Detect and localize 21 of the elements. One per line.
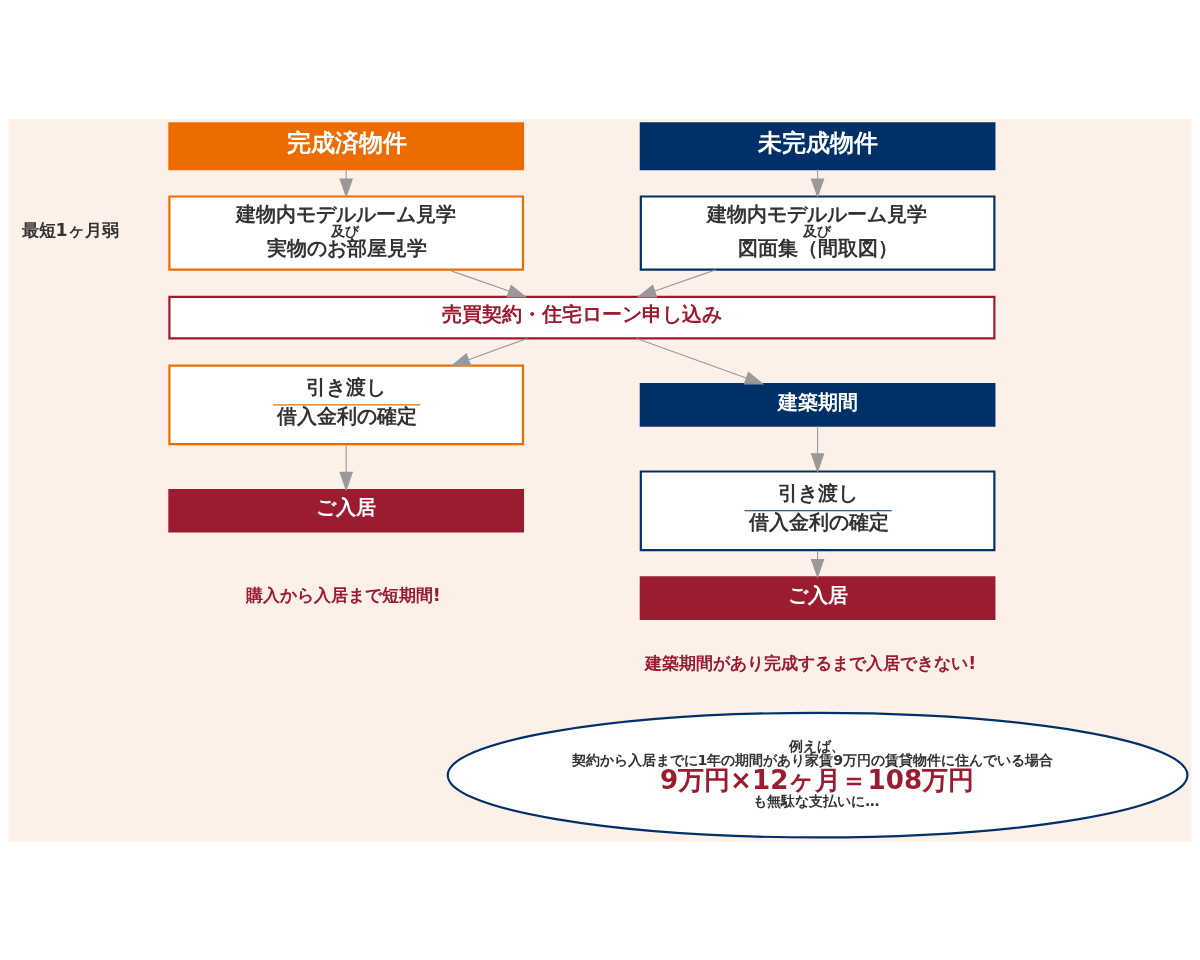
node-box: 引き渡し 借入金利の確定	[168, 364, 525, 445]
arrow	[636, 337, 765, 385]
node-box: 建物内モデルルーム見学 及び 図面集（間取図）	[639, 194, 996, 271]
arrow	[447, 268, 528, 297]
node-box: ご入居	[639, 575, 996, 620]
node-ellipse: 例えば、 契約から入居までに1年の期間があり家賃9万円の賃貸物件に住んでいる場合 9万円×12ヶ月＝108万円 も無駄な支払いに…	[446, 711, 1189, 838]
node-label: 購入から入居まで短期間!	[245, 584, 441, 605]
node-box: 未完成物件	[639, 121, 996, 170]
node-box: 建物内モデルルーム見学 及び 実物のお部屋見学	[168, 194, 525, 271]
arrow	[810, 424, 825, 473]
node-box: ご入居	[168, 488, 525, 533]
node-box: 建築期間	[639, 382, 996, 427]
label: 最短1ヶ月弱	[21, 219, 119, 240]
node-box: 完成済物件	[168, 121, 525, 170]
node-box: 引き渡し 借入金利の確定	[639, 469, 996, 551]
node-box: 売買契約・住宅ローン申し込み	[168, 295, 996, 339]
arrow	[450, 337, 528, 366]
node-label: 建築期間があり完成するまで入居できない!	[645, 652, 977, 673]
arrow	[636, 268, 717, 297]
arrow	[339, 443, 354, 491]
arrow	[810, 549, 825, 579]
